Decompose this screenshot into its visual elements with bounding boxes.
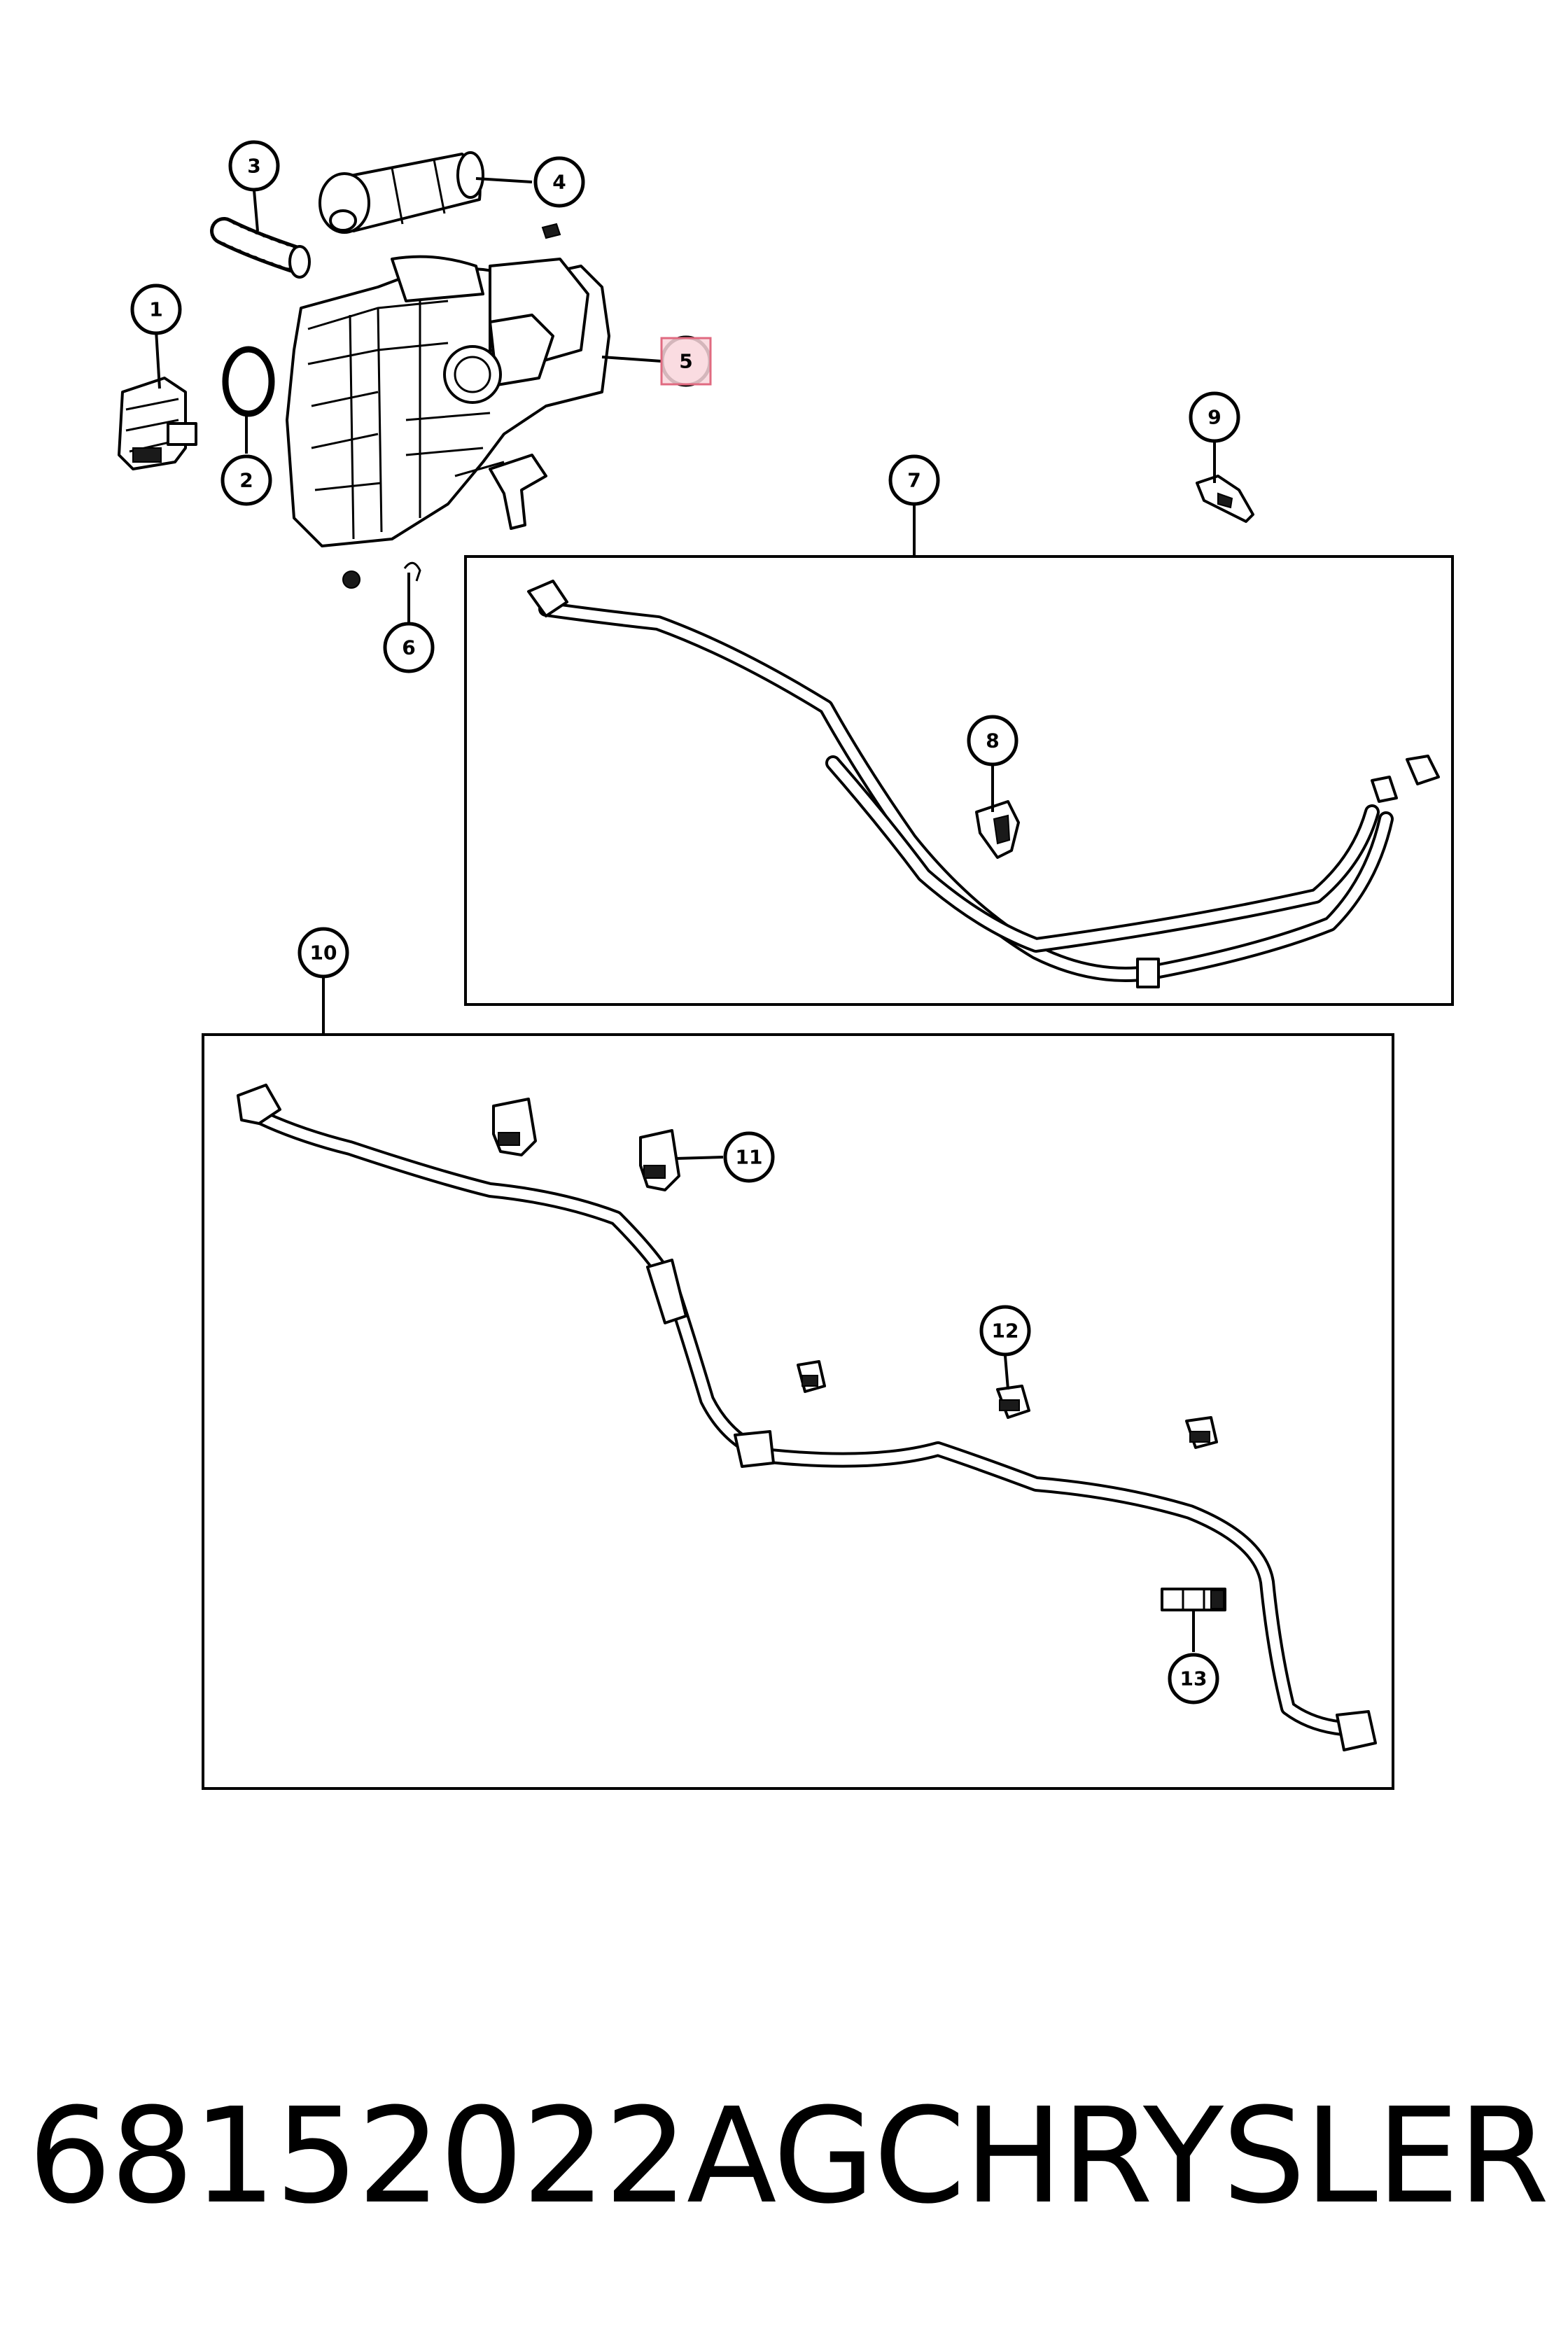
- frame-7: [464, 555, 1454, 1006]
- part-number: 68152022AG: [28, 2079, 875, 2233]
- callout-10-label: 10: [310, 941, 337, 965]
- callout-6[interactable]: 6: [383, 622, 435, 673]
- part-8-clip: [975, 800, 1020, 859]
- part-6-clip: [342, 561, 421, 589]
- callout-13[interactable]: 13: [1168, 1653, 1219, 1704]
- callout-9-label: 9: [1208, 406, 1221, 429]
- callout-12[interactable]: 12: [979, 1305, 1031, 1357]
- callout-4-label: 4: [552, 171, 566, 194]
- frame-10: [202, 1033, 1394, 1790]
- callout-7-label: 7: [907, 469, 920, 492]
- brand-name: CHRYSLER: [873, 2079, 1550, 2233]
- callout-1-label: 1: [149, 298, 162, 321]
- part-10-hose: [237, 1084, 1377, 1751]
- callout-4[interactable]: 4: [533, 156, 585, 208]
- callout-8[interactable]: 8: [967, 715, 1018, 766]
- callout-13-label: 13: [1180, 1667, 1208, 1690]
- part-1-connector: [118, 377, 197, 470]
- callout-3-label: 3: [247, 155, 260, 178]
- callout-9[interactable]: 9: [1189, 391, 1240, 443]
- part-5-tank: [286, 255, 610, 547]
- callout-10[interactable]: 10: [298, 927, 349, 979]
- callout-1[interactable]: 1: [130, 284, 182, 335]
- callout-5-label: 5: [679, 350, 692, 373]
- callout-12-label: 12: [992, 1320, 1019, 1343]
- part-3-hose: [210, 217, 311, 279]
- callout-2-label: 2: [239, 469, 253, 492]
- part-12-clip: [996, 1385, 1030, 1419]
- callout-2[interactable]: 2: [220, 454, 272, 506]
- leader-lines: [155, 177, 1216, 1652]
- part-7-hose-assembly: [527, 580, 1440, 988]
- callout-5[interactable]: 5: [660, 335, 712, 387]
- clip-a: [492, 1098, 537, 1156]
- callout-6-label: 6: [402, 636, 415, 659]
- part-9-bracket: [1196, 475, 1254, 523]
- part-2-o-ring: [222, 346, 275, 417]
- callout-8-label: 8: [986, 729, 999, 752]
- callout-7[interactable]: 7: [888, 454, 940, 506]
- callout-11-label: 11: [736, 1146, 763, 1169]
- clip-c: [1185, 1416, 1218, 1449]
- footer: 68152022AG CHRYSLER: [28, 2065, 1549, 2247]
- part-13-clip: [1161, 1588, 1226, 1611]
- part-4-filter: [318, 151, 561, 239]
- callout-11[interactable]: 11: [723, 1131, 775, 1183]
- callout-5-highlight: [660, 337, 712, 386]
- callout-3[interactable]: 3: [228, 140, 280, 192]
- part-11-clip: [639, 1129, 680, 1191]
- clip-b: [797, 1360, 826, 1393]
